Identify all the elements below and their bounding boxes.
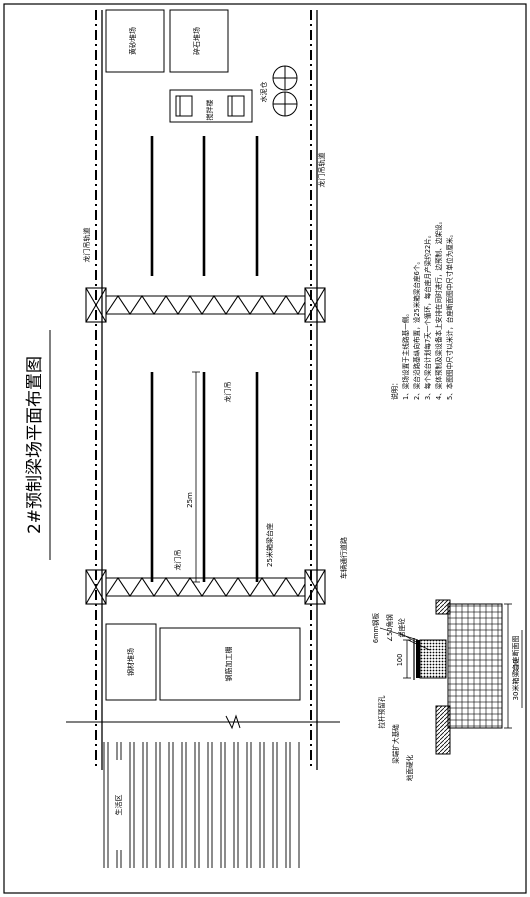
cement-silos	[272, 65, 298, 117]
living-area	[103, 742, 300, 868]
beam-pedestal-label: 25米箱梁台座	[265, 523, 274, 567]
mixer-plant	[169, 89, 253, 123]
gantry-crane-label-2: 龙门吊	[173, 550, 182, 571]
drawing-title: 2#预制梁场平面布置图	[25, 356, 45, 534]
break-symbol	[225, 714, 241, 730]
cement-silo-label: 水泥仓	[259, 82, 268, 103]
transport-road-label: 车辆通行道路	[339, 537, 348, 579]
gantry-track-left-label: 龙门吊轨道	[317, 153, 326, 188]
living-area-label: 生活区	[114, 795, 123, 816]
note-1: 1、梁场设置于主线路基一侧。	[401, 310, 410, 400]
section-detail	[379, 599, 512, 755]
mixer-label: 搅拌楼	[205, 100, 214, 121]
section-steel-plate: ∠50角钢	[385, 614, 394, 642]
note-3: 3、每个梁台计划每7天一个循环，每台座月产梁约22片。	[423, 232, 432, 400]
note-2: 2、梁台沿路基纵向布置，设25米箱梁台座6个。	[412, 258, 421, 400]
section-width-dim: 150	[512, 660, 520, 673]
section-pull-hole: 拉杆预留孔	[377, 695, 386, 728]
note-4: 4、梁体预制及梁设备本上安排在同时进行，边预制、边架设。	[434, 218, 443, 400]
gantry-crane-lower	[85, 569, 326, 605]
gravel-yard	[169, 9, 229, 73]
living-area-label-bg	[110, 760, 128, 850]
dimension-25m-label: 25m	[186, 492, 194, 508]
rebar-shed-label: 钢筋加工棚	[224, 647, 233, 682]
sand-yard-label: 黄砂堆场	[128, 27, 137, 55]
sand-yard	[105, 9, 165, 73]
sheet-border	[3, 3, 527, 894]
gantry-crane-label-1: 龙门吊	[223, 382, 232, 403]
section-foundation: 梁端扩大基础	[391, 724, 400, 764]
section-ground: 地面硬化	[405, 754, 414, 781]
section-title: 30米箱梁台座断面图	[511, 636, 520, 701]
section-pedestal: 台座砼	[397, 618, 406, 638]
section-height-dim: 100	[396, 654, 404, 667]
note-5: 5、本图图中尺寸以米计，台座断面图中尺寸单位为厘米。	[445, 231, 454, 400]
beam-pedestals-upper	[150, 136, 259, 276]
gantry-track-top-label: 龙门吊轨道	[82, 228, 91, 263]
gravel-yard-label: 碎石堆场	[192, 27, 201, 55]
steel-yard	[105, 623, 157, 701]
section-angle-steel: 6mm钢板	[371, 612, 380, 643]
steel-yard-label: 钢材堆场	[126, 648, 135, 676]
notes-heading: 说明：	[390, 379, 399, 400]
gantry-crane-upper	[85, 287, 326, 323]
rebar-shed	[159, 627, 301, 701]
dimension-25m	[192, 371, 200, 583]
notes-block: 说明： 1、梁场设置于主线路基一侧。 2、梁台沿路基纵向布置，设25米箱梁台座6…	[390, 218, 454, 400]
beam-pedestals-lower	[150, 372, 259, 582]
